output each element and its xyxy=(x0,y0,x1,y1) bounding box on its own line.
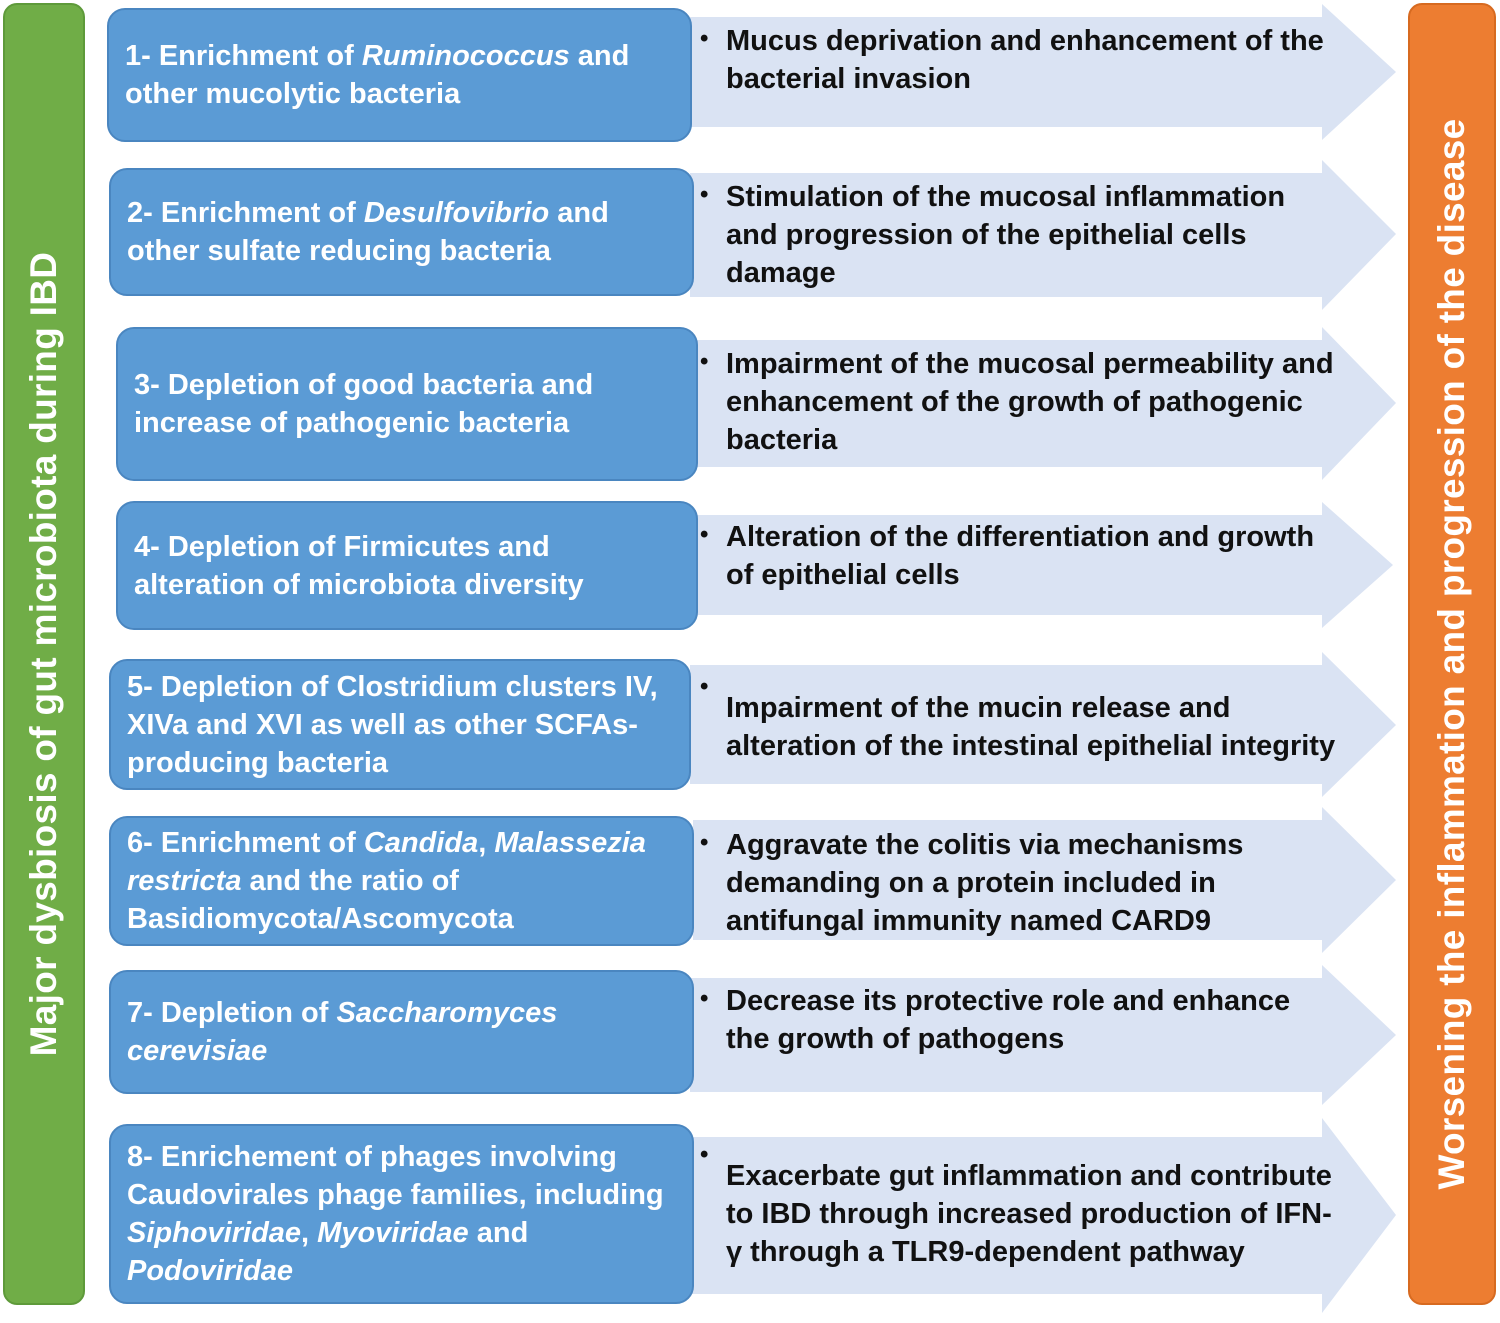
cause-text: 5- Depletion of Clostridium clusters IV,… xyxy=(127,668,675,782)
cause-segment: and the ratio of Basidiomycota/Ascomycot… xyxy=(127,865,514,935)
arrow-8 xyxy=(690,1118,1396,1313)
bullet-icon: • xyxy=(700,1141,709,1168)
cause-box-8: 8- Enrichement of phages involving Caudo… xyxy=(109,1124,694,1304)
cause-italic-segment: Candida xyxy=(363,827,479,859)
cause-segment: and other sulfate reducing bacteria xyxy=(127,197,609,267)
effect-8: • Exacerbate gut inflammation and contrib… xyxy=(700,1136,1340,1292)
effect-text: Exacerbate gut inflammation and contribu… xyxy=(726,1160,1332,1268)
cause-italic-segment: Myoviridae xyxy=(317,1217,469,1249)
cause-italic-segment: Ruminococcus xyxy=(361,40,570,72)
cause-box-6: 6- Enrichment of Candida, Malassezia res… xyxy=(109,816,694,946)
bullet-icon: • xyxy=(700,25,709,52)
cause-box-7: 7- Depletion of Saccharomyces cerevisiae xyxy=(109,970,694,1094)
cause-segment: and other mucolytic bacteria xyxy=(125,40,630,110)
cause-text: 1- Enrichment of Ruminococcus and other … xyxy=(125,37,676,113)
cause-segment: 5- Depletion of Clostridium clusters IV,… xyxy=(127,670,658,779)
effect-1: • Mucus deprivation and enhancement of th… xyxy=(700,20,1340,100)
cause-segment: 6- Enrichment of xyxy=(127,827,364,859)
effect-5: • Impairment of the mucin release and alt… xyxy=(700,668,1340,786)
effect-text: Mucus deprivation and enhancement of the… xyxy=(726,25,1324,95)
effect-text: Alteration of the differentiation and gr… xyxy=(726,521,1315,591)
effect-text: Impairment of the mucin release and alte… xyxy=(726,692,1336,762)
effect-text: Aggravate the colitis via mechanisms dem… xyxy=(726,829,1244,937)
cause-box-1: 1- Enrichment of Ruminococcus and other … xyxy=(107,8,692,142)
cause-italic-segment: Siphoviridae xyxy=(127,1217,302,1249)
cause-segment: , xyxy=(301,1217,318,1249)
cause-text: 8- Enrichement of phages involving Caudo… xyxy=(127,1138,678,1290)
cause-text: 2- Enrichment of Desulfovibrio and other… xyxy=(127,194,678,270)
cause-segment: and xyxy=(468,1217,529,1249)
effect-text: Stimulation of the mucosal inflammation … xyxy=(726,181,1286,289)
cause-segment: 3- Depletion of good bacteria and increa… xyxy=(134,369,594,439)
cause-box-3: 3- Depletion of good bacteria and increa… xyxy=(116,327,698,481)
cause-text: 6- Enrichment of Candida, Malassezia res… xyxy=(127,824,678,938)
bullet-icon: • xyxy=(700,181,709,208)
left-category-bar: Major dysbiosis of gut microbiota during… xyxy=(3,3,85,1305)
effect-6: • Aggravate the colitis via mechanisms de… xyxy=(700,824,1340,942)
effect-7: • Decrease its protective role and enhanc… xyxy=(700,980,1340,1060)
cause-text: 3- Depletion of good bacteria and increa… xyxy=(134,366,682,442)
arrow-3 xyxy=(697,327,1396,480)
bullet-icon: • xyxy=(700,985,709,1012)
bullet-icon: • xyxy=(700,521,709,548)
arrow-1 xyxy=(690,4,1396,140)
cause-segment: 4- Depletion of Firmicutes and alteratio… xyxy=(134,530,584,601)
cause-text: 7- Depletion of Saccharomyces cerevisiae xyxy=(127,994,678,1070)
cause-italic-segment: Podoviridae xyxy=(127,1255,293,1287)
effect-text: Decrease its protective role and enhance… xyxy=(726,985,1291,1055)
effect-text: Impairment of the mucosal permeability a… xyxy=(726,348,1334,456)
effect-4: • Alteration of the differentiation and g… xyxy=(700,516,1340,596)
arrow-5 xyxy=(690,652,1396,797)
effect-3: • Impairment of the mucosal permeability … xyxy=(700,343,1340,461)
cause-segment: 8- Enrichement of phages involving Caudo… xyxy=(127,1141,664,1211)
cause-italic-segment: Saccharomyces cerevisiae xyxy=(127,997,558,1067)
cause-italic-segment: Malassezia restricta xyxy=(127,827,646,897)
cause-italic-segment: Desulfovibrio xyxy=(363,197,550,229)
bullet-icon: • xyxy=(700,348,709,375)
bullet-icon: • xyxy=(700,829,709,856)
cause-box-4: 4- Depletion of Firmicutes and alteratio… xyxy=(116,501,698,630)
effect-2: • Stimulation of the mucosal inflammation… xyxy=(700,176,1340,294)
arrow-7 xyxy=(690,965,1396,1105)
arrow-4 xyxy=(697,502,1393,628)
cause-text: 4- Depletion of Firmicutes and alteratio… xyxy=(134,528,682,604)
bullet-icon: • xyxy=(700,673,709,700)
cause-segment: 1- Enrichment of xyxy=(125,40,362,72)
cause-segment: , xyxy=(478,827,495,859)
cause-box-2: 2- Enrichment of Desulfovibrio and other… xyxy=(109,168,694,296)
cause-box-5: 5- Depletion of Clostridium clusters IV,… xyxy=(109,659,691,790)
cause-segment: 2- Enrichment of xyxy=(127,197,364,229)
right-outcome-bar: Worsening the inflammation and progressi… xyxy=(1408,3,1496,1305)
arrow-6 xyxy=(693,807,1396,953)
cause-segment: 7- Depletion of xyxy=(127,997,337,1029)
arrow-2 xyxy=(690,160,1396,310)
